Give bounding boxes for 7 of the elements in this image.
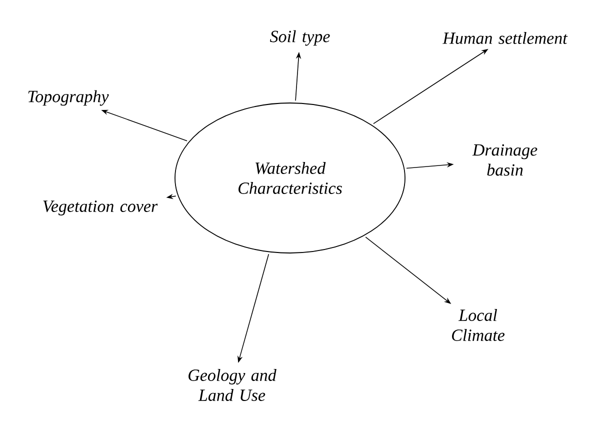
topic-label: Local Climate [452, 309, 505, 341]
topic-label: Human settlement [442, 32, 568, 44]
topic-label: Vegetation cover [43, 200, 158, 216]
topic-label: Soil type [270, 30, 330, 46]
topic-label: Topography [28, 90, 109, 106]
topic-label: Geology and Land Use [188, 369, 276, 401]
topic-label: Drainage basin [472, 144, 538, 176]
